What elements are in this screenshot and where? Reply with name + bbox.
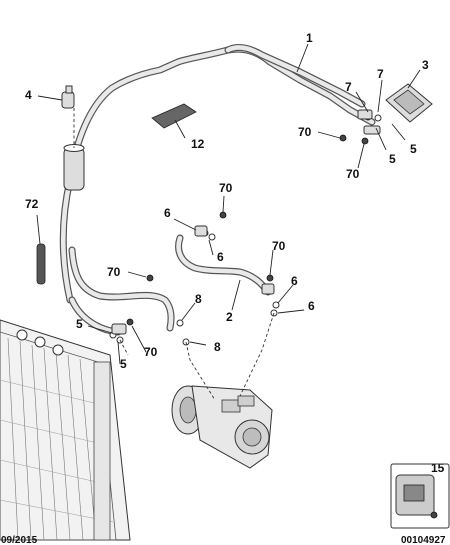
callout-70b: 70 [346,167,360,181]
hose-upper-branch [224,44,366,108]
hose-lower-return [68,246,175,332]
assembly-lines [73,108,275,401]
compressor [171,385,273,469]
footer-reference: 00104927 [401,535,446,545]
callout-1: 1 [306,31,313,45]
leader-lines [36,43,421,365]
callout-70e: 70 [107,265,121,279]
part-4-pressure-switch [61,85,75,109]
callout-6d: 6 [308,299,315,313]
callout-70c: 70 [219,181,233,195]
callout-15: 15 [431,461,445,475]
callout-8a: 8 [195,292,202,306]
condenser [0,319,131,541]
callout-5d: 5 [120,357,127,371]
footer-date: 09/2015 [1,535,38,545]
callout-8b: 8 [214,340,221,354]
callout-12: 12 [191,137,205,151]
part-3-expansion-valve [385,83,433,123]
connector-blocks [111,109,381,335]
callout-70f: 70 [144,345,158,359]
part-12-pad [151,103,197,129]
callout-5b: 5 [410,142,417,156]
callout-6b: 6 [217,250,224,264]
callout-6a: 6 [164,206,171,220]
callout-7a: 7 [345,80,352,94]
callout-70a: 70 [298,125,312,139]
seal-rings [109,113,382,346]
callout-7b: 7 [377,67,384,81]
callout-5c: 5 [76,317,83,331]
hose-2-suction-pipe [175,234,272,296]
callout-4: 4 [25,88,32,102]
callout-70d: 70 [272,239,286,253]
dryer-bottle [63,144,85,191]
callout-2: 2 [226,310,233,324]
callout-6c: 6 [291,274,298,288]
part-72-sensor [36,243,46,285]
callout-72: 72 [25,197,39,211]
callout-3: 3 [422,58,429,72]
callout-5a: 5 [389,152,396,166]
inset-frame-15 [390,463,450,529]
part-15-bracket-inset [395,474,438,519]
callout-labels: 1 2 3 4 12 72 7 7 70 70 5 5 70 6 6 70 6 … [25,31,445,475]
